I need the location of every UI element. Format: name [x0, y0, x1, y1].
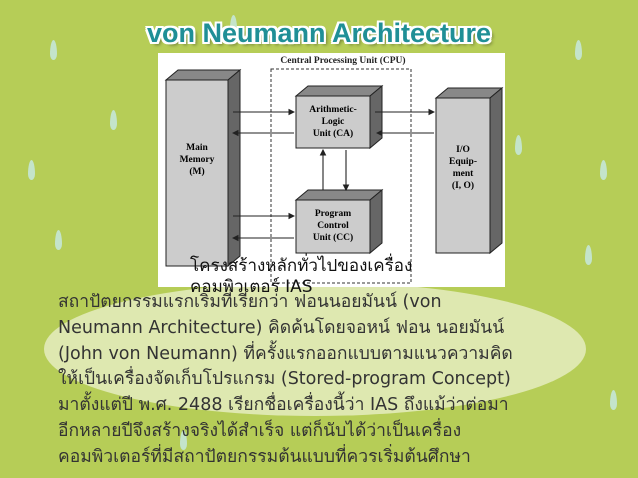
body-line: ให้เป็นเครื่องจัดเก็บโปรแกรม (Stored-pro…: [58, 369, 511, 390]
svg-text:Arithmetic-: Arithmetic-: [309, 105, 356, 115]
svg-text:Main: Main: [186, 143, 208, 153]
io-equipment-block: I/O Equip- ment (I, O): [434, 86, 504, 255]
cpu-boundary: [270, 68, 412, 284]
slide-title: von Neumann Architecture: [146, 18, 492, 48]
text-background-shape: [44, 282, 586, 416]
body-line: Neumann Architecture) คิดค้นโดยจอหน์ ฟอน…: [58, 317, 505, 338]
body-line: (John von Neumann) ที่ครั้งแรกออกแบบตามแ…: [58, 343, 513, 364]
cpu-label: Central Processing Unit (CPU): [280, 55, 405, 66]
svg-text:Unit (CC): Unit (CC): [313, 232, 353, 243]
body-line: มาตั้งแต่ปี พ.ศ. 2488 เรียกชื่อเครื่องนี…: [58, 395, 509, 416]
svg-text:Program: Program: [315, 209, 351, 219]
svg-text:Equip-: Equip-: [449, 157, 477, 167]
diagram-caption: โครงสร้างหลักทั่วไปของเครื่องคอมพิวเตอร์…: [190, 256, 413, 297]
svg-text:I/O: I/O: [456, 145, 470, 155]
data-flow-arrows: [231, 108, 436, 242]
body-line: สถาปัตยกรรมแรกเริ่มที่เรียกว่า ฟอนนอยมัน…: [58, 292, 442, 312]
svg-text:(I, O): (I, O): [452, 180, 474, 191]
svg-text:Unit (CA): Unit (CA): [313, 128, 353, 139]
body-line: คอมพิวเตอร์ที่มีสถาปัตยกรรมต้นแบบที่ควรเ…: [58, 446, 471, 467]
svg-text:ment: ment: [453, 169, 474, 179]
main-memory-block: Main Memory (M): [164, 68, 242, 268]
svg-text:Control: Control: [317, 221, 349, 231]
von-neumann-diagram: Central Processing Unit (CPU) Main Memor…: [158, 53, 505, 287]
svg-text:Logic: Logic: [322, 117, 345, 127]
program-control-unit-block: Program Control Unit (CC): [294, 188, 384, 255]
body-text: สถาปัตยกรรมแรกเริ่มที่เรียกว่า ฟอนนอยมัน…: [58, 290, 618, 471]
svg-text:(M): (M): [189, 166, 204, 177]
svg-text:Memory: Memory: [180, 155, 215, 165]
alu-block: Arithmetic- Logic Unit (CA): [294, 84, 384, 150]
body-line: อีกหลายปีจึงสร้างจริงได้สำเร็จ แต่ก็นับไ…: [58, 420, 462, 441]
